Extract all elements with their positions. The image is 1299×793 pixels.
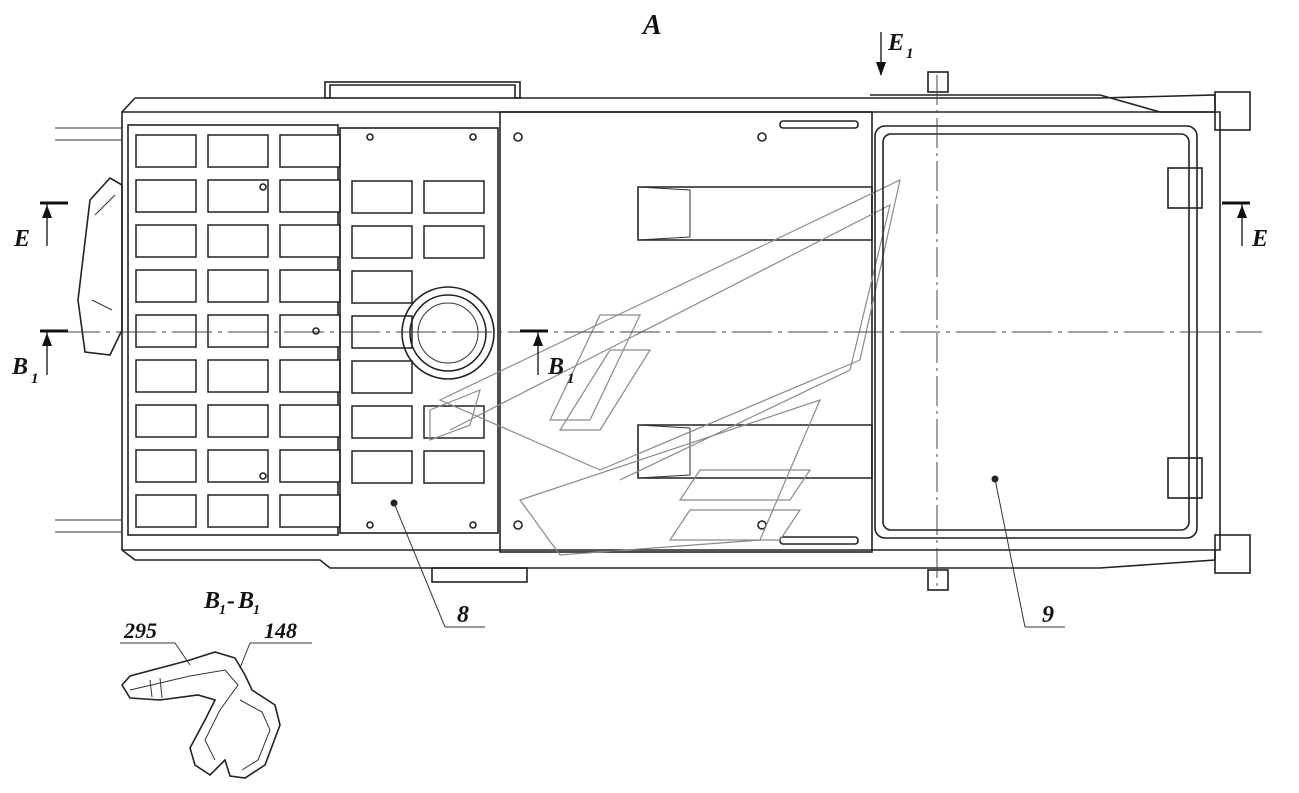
- svg-text:9: 9: [1042, 602, 1054, 628]
- svg-text:B: B: [203, 588, 220, 614]
- detail-title: B 1 - B 1: [203, 588, 260, 618]
- grid-opening: [279, 134, 341, 168]
- svg-text:295: 295: [123, 618, 157, 643]
- grid-opening: [207, 314, 269, 348]
- plate-opening: [423, 450, 485, 484]
- grid-opening: [207, 224, 269, 258]
- grid-opening: [135, 314, 197, 348]
- grid-opening: [279, 404, 341, 438]
- grid-opening: [207, 179, 269, 213]
- svg-text:1: 1: [567, 371, 575, 387]
- section-mark-e1: E 1: [876, 30, 914, 76]
- plate-opening: [351, 405, 413, 439]
- svg-text:B: B: [547, 354, 564, 380]
- grid-opening: [279, 179, 341, 213]
- callout-295: 295: [120, 618, 191, 666]
- plate-opening: [423, 405, 485, 439]
- callout-8: 8: [393, 502, 485, 628]
- floor-grid-left: [127, 124, 341, 536]
- right-hatch-9: [870, 71, 1215, 591]
- svg-text:1: 1: [31, 371, 39, 387]
- cover-plate-8: [339, 127, 499, 534]
- svg-text:1: 1: [219, 603, 226, 618]
- plate-opening: [351, 225, 413, 259]
- svg-text:8: 8: [457, 602, 469, 628]
- grid-opening: [279, 359, 341, 393]
- grid-opening: [279, 224, 341, 258]
- grid-opening: [135, 404, 197, 438]
- section-mark-e-right: E: [1222, 201, 1268, 252]
- plate-opening: [351, 180, 413, 214]
- grid-opening: [279, 269, 341, 303]
- svg-text:E: E: [1251, 226, 1268, 252]
- plate-opening: [351, 270, 413, 304]
- grid-opening: [279, 494, 341, 528]
- plate-opening: [423, 180, 485, 214]
- callout-9: 9: [994, 478, 1065, 628]
- watermark-logo: [429, 178, 901, 556]
- plate-opening: [351, 360, 413, 394]
- bolt: [259, 472, 267, 480]
- grid-opening: [207, 134, 269, 168]
- svg-text:E: E: [13, 226, 30, 252]
- svg-text:1: 1: [253, 603, 260, 618]
- section-mark-b1-center: B 1: [520, 329, 575, 387]
- grid-opening: [207, 404, 269, 438]
- grid-opening: [135, 359, 197, 393]
- svg-text:1: 1: [906, 46, 914, 62]
- view-label: A: [641, 10, 662, 41]
- left-hatch: [77, 176, 123, 356]
- section-mark-e-left: E: [13, 201, 68, 252]
- svg-text:B: B: [11, 354, 28, 380]
- grid-opening: [207, 494, 269, 528]
- svg-text:-: -: [227, 588, 235, 614]
- grid-opening: [279, 314, 341, 348]
- grid-opening: [135, 494, 197, 528]
- grid-opening: [207, 359, 269, 393]
- plate-opening: [423, 225, 485, 259]
- grid-opening: [135, 134, 197, 168]
- bolt: [312, 327, 320, 335]
- section-mark-b1-left: B 1: [11, 329, 68, 387]
- grid-opening: [207, 269, 269, 303]
- detail-section-b1: [121, 651, 281, 779]
- callout-148: 148: [239, 618, 312, 669]
- bolt: [259, 183, 267, 191]
- grid-opening: [207, 449, 269, 483]
- grid-opening: [135, 179, 197, 213]
- grid-opening: [135, 449, 197, 483]
- grid-opening: [135, 269, 197, 303]
- svg-text:E: E: [887, 30, 904, 56]
- grid-opening: [135, 224, 197, 258]
- svg-text:B: B: [237, 588, 254, 614]
- plate-opening: [351, 450, 413, 484]
- grid-opening: [279, 449, 341, 483]
- svg-text:148: 148: [264, 618, 297, 643]
